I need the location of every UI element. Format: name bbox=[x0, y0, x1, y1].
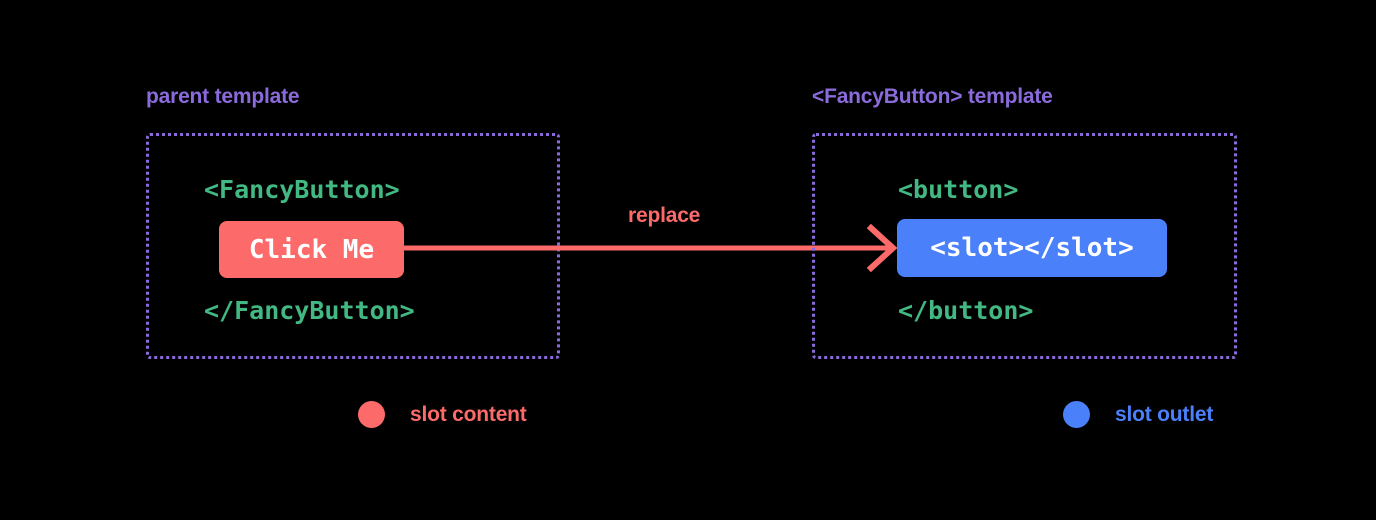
fancybutton-template-label: <FancyButton> template bbox=[812, 85, 1053, 108]
code-open-button: <button> bbox=[898, 175, 1019, 204]
legend-item-slot-outlet: slot outlet bbox=[1063, 401, 1213, 428]
code-close-fancybutton: </FancyButton> bbox=[204, 296, 415, 325]
legend-item-slot-content: slot content bbox=[358, 401, 527, 428]
code-close-button: </button> bbox=[898, 296, 1034, 325]
replace-arrow-label: replace bbox=[628, 204, 701, 227]
legend-dot-icon bbox=[1063, 401, 1090, 428]
code-open-fancybutton: <FancyButton> bbox=[204, 175, 400, 204]
legend-dot-icon bbox=[358, 401, 385, 428]
legend-label: slot outlet bbox=[1115, 402, 1214, 426]
fancybutton-template-panel bbox=[812, 133, 1237, 359]
legend-label: slot content bbox=[410, 402, 527, 426]
slot-content-chip[interactable]: Click Me bbox=[219, 221, 404, 278]
parent-template-label: parent template bbox=[146, 85, 300, 108]
slot-outlet-chip[interactable]: <slot></slot> bbox=[897, 219, 1167, 277]
